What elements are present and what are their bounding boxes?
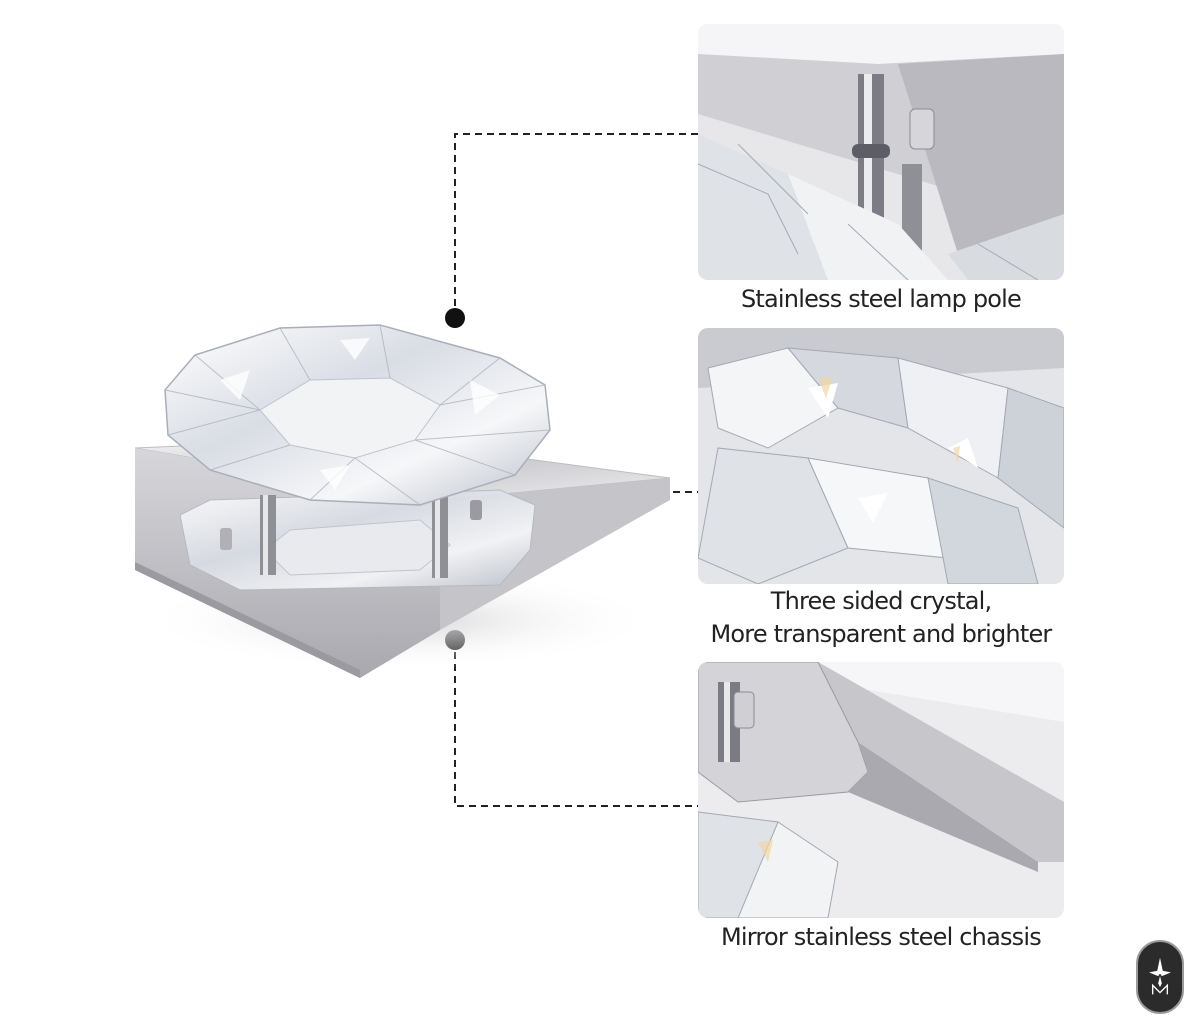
detail-image-lamp-pole: [698, 24, 1064, 280]
lamp-product-image: [134, 324, 671, 678]
caption-crystal-line2: More transparent and brighter: [710, 620, 1053, 648]
caption-crystal-line1: Three sided crystal,: [770, 587, 992, 615]
detail-image-chassis: [698, 662, 1064, 918]
detail-image-crystal: [698, 328, 1064, 584]
connector-line-chassis: [454, 640, 698, 807]
connector-line-pole: [454, 133, 698, 318]
connector-dot-pole: [445, 308, 465, 328]
caption-chassis: Mirror stainless steel chassis: [721, 923, 1042, 951]
brand-logo-icon: [1136, 940, 1184, 1014]
caption-lamp-pole: Stainless steel lamp pole: [740, 285, 1022, 313]
